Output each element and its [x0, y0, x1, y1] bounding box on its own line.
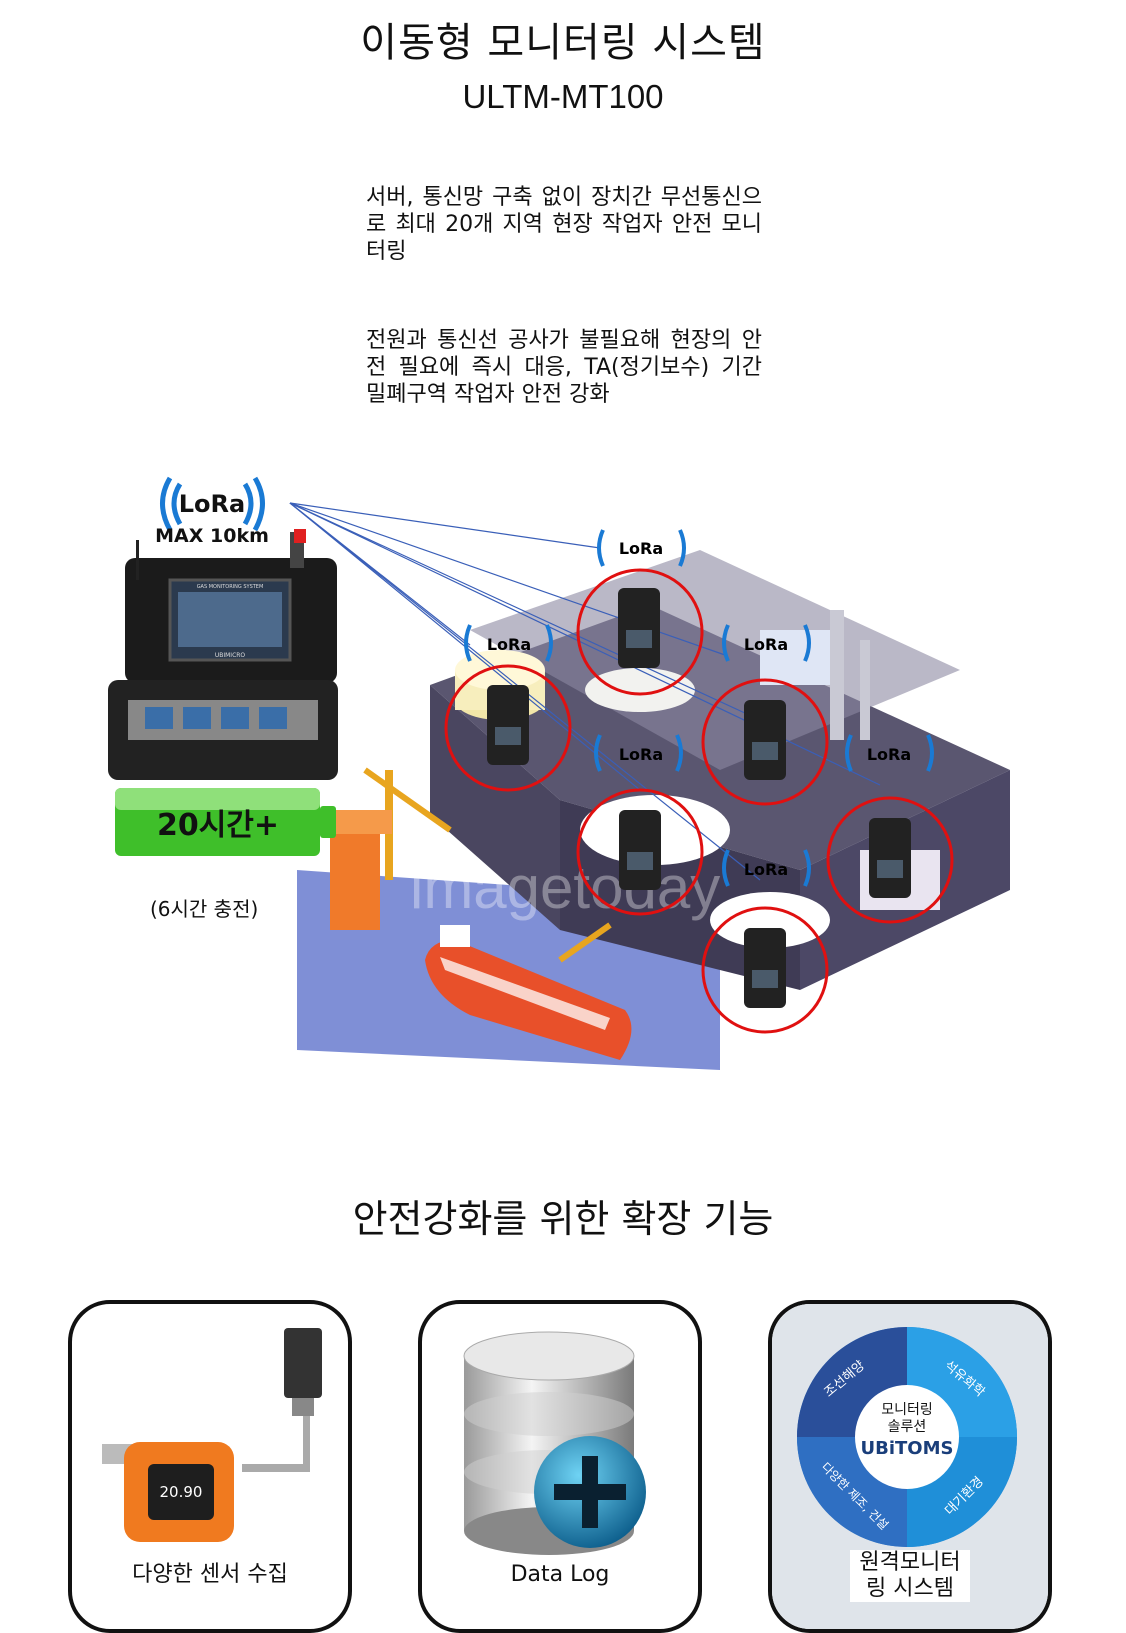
device-lora-label: LoRa — [619, 539, 663, 558]
page-title: 이동형 모니터링 시스템 — [360, 20, 766, 66]
card-label: Data Log — [510, 1562, 610, 1587]
model-name: ULTM-MT100 — [462, 78, 664, 115]
battery-icon: 20시간+ — [115, 788, 336, 856]
description-installation: 전원과 통신선 공사가 불필요해 현장의 안전 필요에 즉시 대응, TA(정기… — [366, 328, 762, 407]
case-brand: UBIMICRO — [215, 652, 246, 659]
watermark-text: imagetoday — [410, 854, 720, 921]
wheel-brand: UBiTOMS — [861, 1438, 954, 1459]
wheel-center-mid: 솔루션 — [888, 1419, 927, 1435]
gas-sensor-icon: 20.90 — [102, 1328, 322, 1542]
battery-label: 20시간+ — [157, 808, 279, 843]
database-plus-icon — [463, 1331, 646, 1555]
card-data-log: Data Log — [418, 1300, 702, 1633]
device-lora-label: LoRa — [867, 745, 911, 764]
card-remote-monitoring: 모니터링 솔루션 UBiTOMS 조선해양 석유화학 대기환경 다양한 제조, … — [768, 1300, 1052, 1633]
charge-time-label: (6시간 충전) — [150, 897, 259, 921]
device-lora-label: LoRa — [619, 745, 663, 764]
extensions-title: 안전강화를 위한 확장 기능 — [352, 1197, 774, 1241]
monitor-device-3: LoRa — [701, 624, 829, 806]
main-lora-label: LoRa — [179, 490, 245, 518]
device-lora-label: LoRa — [744, 635, 788, 654]
case-screen-title: GAS MONITORING SYSTEM — [197, 584, 264, 590]
card-sensor-collection: 20.90 다양한 센서 수집 — [68, 1300, 352, 1633]
device-lora-label: LoRa — [744, 860, 788, 879]
wheel-center-top: 모니터링 — [881, 1402, 933, 1418]
main-lora-antenna: LoRa MAX 10km — [155, 476, 269, 547]
card-label: 다양한 센서 수집 — [132, 1562, 288, 1587]
description-wireless: 서버, 통신망 구축 없이 장치간 무선통신으로 최대 20개 지역 현장 작업… — [366, 185, 762, 264]
monitor-device-2: LoRa — [444, 624, 572, 792]
sensor-display-value: 20.90 — [160, 1483, 203, 1501]
monitor-device-1: LoRa — [576, 529, 704, 696]
gas-monitoring-case: GAS MONITORING SYSTEM UBIMICRO — [108, 529, 338, 780]
range-label: MAX 10km — [155, 525, 269, 547]
system-diagram: imagetoday GAS MONITORING SYSTEM UBIMICR… — [108, 476, 1010, 1070]
monitor-device-4: LoRa — [576, 734, 704, 916]
card-label: 원격모니터링 시스템 — [850, 1550, 970, 1602]
monitor-device-5: LoRa — [826, 734, 954, 924]
device-lora-label: LoRa — [487, 635, 531, 654]
monitor-device-6: LoRa — [701, 849, 829, 1034]
